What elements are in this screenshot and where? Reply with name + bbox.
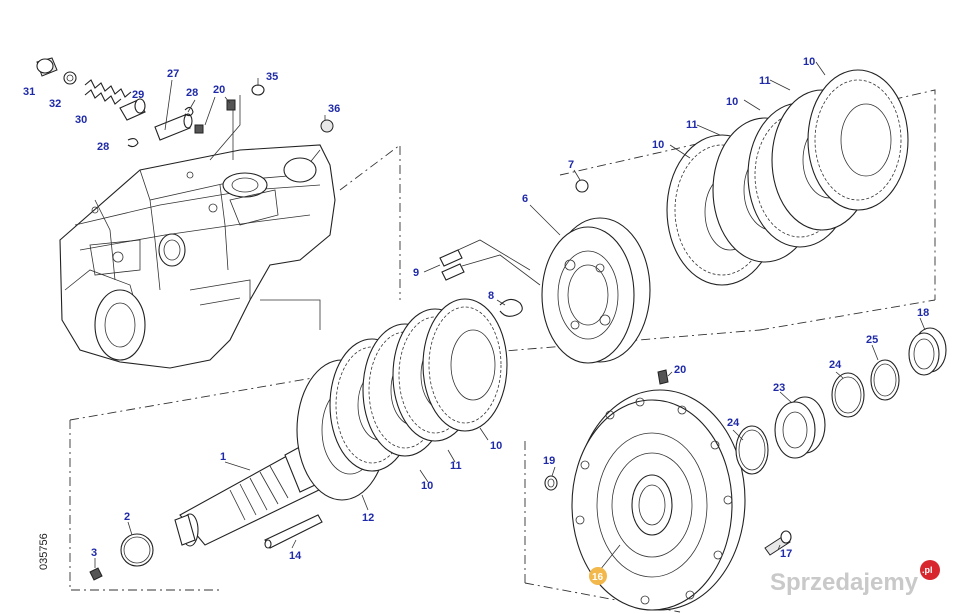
drawing-code: 035756 — [38, 533, 50, 570]
callout-12: 12 — [362, 512, 374, 524]
callout-10-d: 10 — [490, 440, 502, 452]
callout-31: 31 — [23, 86, 35, 98]
callout-7: 7 — [568, 159, 574, 171]
bearing-and-rings — [735, 327, 947, 475]
callout-17: 17 — [780, 548, 792, 560]
callout-20-b: 20 — [213, 84, 225, 96]
callout-9: 9 — [413, 267, 419, 279]
callout-25: 25 — [866, 334, 878, 346]
callout-10-a: 10 — [652, 139, 664, 151]
shaft-nut-and-ring — [89, 533, 154, 581]
callout-24-a: 24 — [727, 417, 740, 429]
lower-clutch-pack — [296, 298, 508, 501]
highlight-marker-16 — [589, 567, 607, 585]
upper-clutch-pack — [666, 69, 909, 286]
callout-29: 29 — [132, 89, 144, 101]
callout-19: 19 — [543, 455, 555, 467]
callout-11-c: 11 — [450, 460, 462, 472]
callout-28-b: 28 — [97, 141, 109, 153]
callout-18: 18 — [917, 307, 929, 319]
callout-leaders — [94, 61, 926, 571]
callout-10-c: 10 — [803, 56, 815, 68]
callout-27: 27 — [167, 68, 179, 80]
callout-36: 36 — [328, 103, 340, 115]
callout-2: 2 — [124, 511, 130, 523]
callout-30: 30 — [75, 114, 87, 126]
callout-11-b: 11 — [759, 75, 771, 87]
callout-11-a: 11 — [686, 119, 698, 131]
watermark-badge — [920, 560, 940, 580]
callout-35: 35 — [266, 71, 278, 83]
callout-labels: 1 2 3 6 7 8 9 10 10 10 10 10 11 11 11 12… — [23, 56, 929, 585]
callout-20-a: 20 — [674, 364, 686, 376]
callout-10-b: 10 — [726, 96, 738, 108]
callout-28-a: 28 — [186, 87, 198, 99]
callout-8: 8 — [488, 290, 494, 302]
clutch-piston — [439, 179, 651, 364]
callout-23: 23 — [773, 382, 785, 394]
callout-14: 14 — [289, 550, 302, 562]
watermark-logo: Sprzedajemy .pl — [770, 560, 940, 596]
callout-6: 6 — [522, 193, 528, 205]
callout-32: 32 — [49, 98, 61, 110]
callout-1: 1 — [220, 451, 226, 463]
end-cover — [544, 369, 792, 611]
watermark-text: Sprzedajemy — [770, 569, 919, 596]
callout-10-e: 10 — [421, 480, 433, 492]
callout-3: 3 — [91, 547, 97, 559]
transmission-housing — [59, 144, 336, 369]
watermark-badge-text: .pl — [922, 565, 933, 575]
callout-16: 16 — [592, 572, 604, 583]
valve-components — [36, 57, 334, 161]
callout-24-b: 24 — [829, 359, 842, 371]
